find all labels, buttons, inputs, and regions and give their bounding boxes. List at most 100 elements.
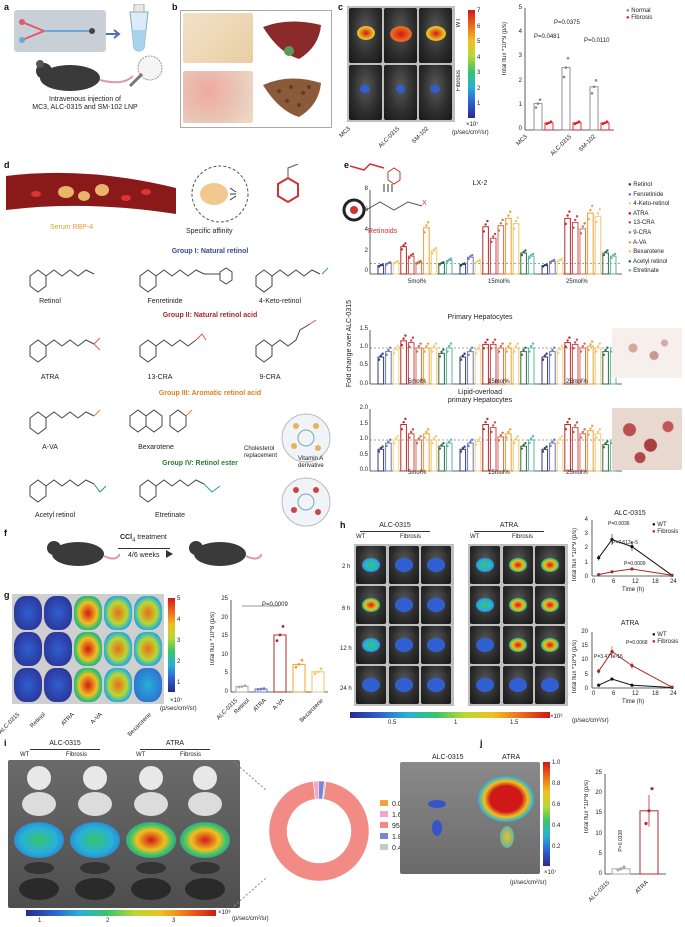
e-bar xyxy=(423,347,430,385)
j-atra-signal xyxy=(478,776,534,822)
e-point xyxy=(427,342,430,345)
c-bar-chart xyxy=(524,8,614,131)
e-point xyxy=(396,435,399,438)
i-lung xyxy=(78,792,112,816)
e-point xyxy=(417,437,420,440)
h-legend-fib: Fibrosis xyxy=(657,529,679,535)
e-bar xyxy=(571,427,579,472)
h-mouse-tile xyxy=(535,586,566,624)
e-point xyxy=(514,437,518,440)
g-point xyxy=(262,687,266,691)
e-point xyxy=(598,208,601,211)
g-ytick: 10 xyxy=(221,651,228,658)
c-ytick: 0 xyxy=(518,125,522,132)
e-point xyxy=(446,350,449,353)
e-point xyxy=(591,340,594,343)
e-bar xyxy=(579,433,587,472)
e-title-lx2: LX-2 xyxy=(472,180,488,187)
e-point xyxy=(581,345,584,348)
g-point xyxy=(300,658,304,662)
e-point xyxy=(463,352,466,355)
e-point xyxy=(385,263,388,266)
e-point xyxy=(566,420,569,424)
legend-dot-icon: ● xyxy=(628,210,633,217)
e-legend-item: ● 9-CRA xyxy=(628,230,685,240)
e-point xyxy=(438,355,441,358)
g-liver-tile xyxy=(104,632,132,666)
e-point xyxy=(564,345,567,348)
e-point xyxy=(379,447,382,450)
c-xlabel-mc3: MC3 xyxy=(338,126,352,140)
e-bar xyxy=(520,445,527,472)
e-point xyxy=(583,428,586,431)
h-point xyxy=(630,664,634,668)
e-point xyxy=(425,224,428,227)
e-legend-item: ● Retinol xyxy=(628,182,685,192)
ivis-mc3-fibrosis xyxy=(349,65,382,120)
e-xcat: 25mol% xyxy=(566,379,588,385)
e-bar xyxy=(505,217,512,275)
e-legend-item: ● ATRA xyxy=(628,211,685,221)
e-point xyxy=(602,253,605,257)
h-c1-ytick: 3 xyxy=(584,531,588,538)
d-group2-title: Group II: Natural retinol acid xyxy=(162,312,258,319)
e-point xyxy=(469,440,472,443)
e-point xyxy=(431,441,434,445)
panel-label-a: a xyxy=(4,2,10,12)
c-point xyxy=(547,121,551,125)
e-bar xyxy=(482,343,489,385)
g-colorbar xyxy=(168,598,175,692)
f-treatment: treatment xyxy=(135,534,167,541)
e-point xyxy=(606,249,609,252)
e-point xyxy=(604,250,607,254)
i-callout-lines xyxy=(233,761,267,907)
e-bar xyxy=(594,347,602,385)
e-point xyxy=(400,427,403,431)
e-point xyxy=(377,265,381,268)
g-bar xyxy=(273,634,287,693)
legend-swatch-icon xyxy=(380,833,388,839)
test-tube-icon xyxy=(124,3,154,59)
e-point xyxy=(402,337,405,340)
e-point xyxy=(448,258,451,261)
j-xlabel-atra: ATRA xyxy=(634,880,650,896)
e-point xyxy=(509,342,512,345)
g-xlabel: Bexarotene xyxy=(298,698,325,724)
e-point xyxy=(575,421,579,424)
e-bar xyxy=(415,347,423,385)
g-colorbar-ticks: 5 4 3 2 1 xyxy=(177,596,180,687)
i-slice-kidney xyxy=(322,781,327,800)
g-bar-chart xyxy=(230,600,328,693)
e-legend-item: ● 4-Keto-retinol xyxy=(628,201,685,211)
e-xcat: 5mol% xyxy=(408,470,427,476)
h-c2-line-chart xyxy=(591,632,674,690)
j-point xyxy=(619,867,623,871)
e-bar xyxy=(512,439,520,472)
panel-b-frame xyxy=(180,10,332,128)
d-group4-title: Group IV: Retinol ester xyxy=(162,460,238,467)
g-liver-tile xyxy=(134,632,162,666)
ivis-sm102-fibrosis xyxy=(419,65,452,120)
e-bar xyxy=(587,212,594,275)
e-bar xyxy=(474,349,482,385)
e-point xyxy=(461,447,464,450)
panel-label-d: d xyxy=(4,160,10,170)
e-point xyxy=(507,214,510,217)
e-point xyxy=(404,334,407,337)
e-point xyxy=(564,222,567,226)
e-point xyxy=(482,347,485,350)
f-arrow-line xyxy=(118,548,170,549)
h-mouse-tile xyxy=(535,546,566,584)
g-scale-unit: (p/sec/cm²/sr) xyxy=(160,706,197,712)
e-bar xyxy=(400,424,407,472)
e-point xyxy=(505,222,508,226)
g-ivis-grid xyxy=(12,594,164,704)
h-c1-ytick: 0 xyxy=(584,573,588,580)
e-legend-item: ● Fenretinide xyxy=(628,192,685,202)
mouse-illustration xyxy=(28,56,138,101)
g-liver-tile xyxy=(134,668,162,702)
h-c2-p2: P=3.471e-15 xyxy=(594,654,623,660)
e-bar xyxy=(482,424,489,472)
e-point xyxy=(531,435,535,438)
e-point xyxy=(574,218,577,222)
